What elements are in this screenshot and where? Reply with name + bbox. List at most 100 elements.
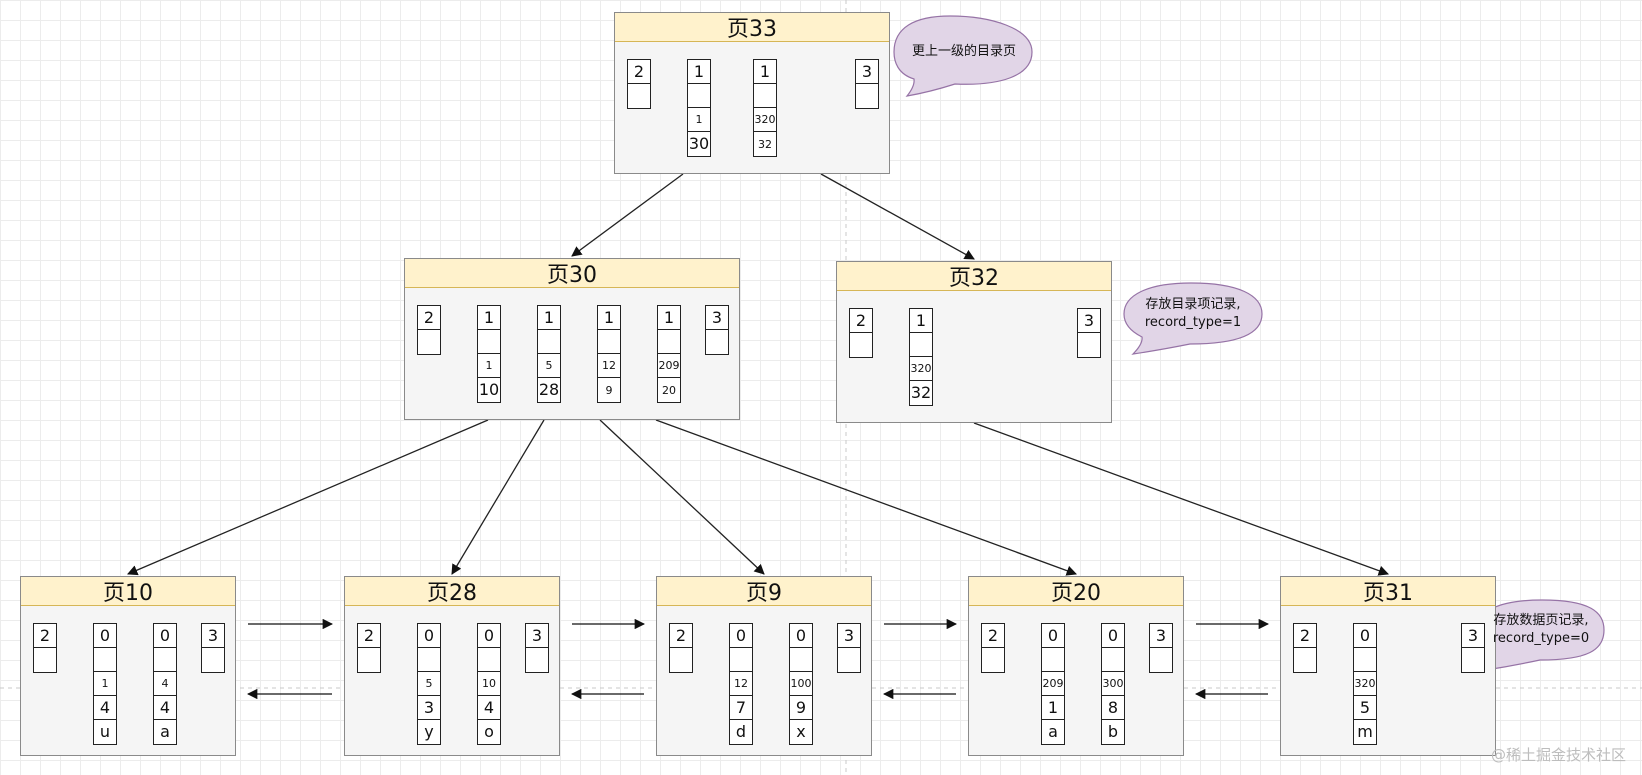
page-title: 页33 — [615, 13, 889, 42]
record-field — [478, 648, 500, 672]
record-field: 1 — [688, 108, 710, 132]
record-field — [478, 330, 500, 354]
record-field: 12 — [730, 672, 752, 696]
record-field: 5 — [418, 672, 440, 696]
record-field — [154, 648, 176, 672]
record-field: 3 — [418, 696, 440, 720]
record-field — [790, 648, 812, 672]
record-field: 10 — [478, 672, 500, 696]
record-field — [706, 330, 728, 354]
record-field — [730, 648, 752, 672]
page-title: 页9 — [657, 577, 871, 606]
record: 2 — [417, 305, 441, 355]
record-field: u — [99, 722, 111, 741]
record: 2 — [627, 59, 651, 109]
record-field: y — [424, 722, 434, 741]
record-field: m — [1357, 722, 1373, 741]
record-field: 7 — [730, 696, 752, 720]
record-field: 209 — [658, 354, 680, 378]
page-title: 页31 — [1281, 577, 1495, 606]
record: 2 — [1293, 623, 1317, 673]
record-field: 12 — [598, 354, 620, 378]
callout-data-records-line2: record_type=0 — [1492, 631, 1590, 646]
callout-directory-records-text: 存放目录项记录, record_type=1 — [1124, 291, 1262, 337]
record-field: 2 — [670, 624, 692, 648]
page-pointer-edge — [127, 419, 489, 576]
page-title: 页10 — [21, 577, 235, 606]
record-field — [850, 333, 872, 357]
record-field: 30 — [688, 134, 710, 153]
page-title: 页28 — [345, 577, 559, 606]
record-field: 0 — [790, 624, 812, 648]
record-field: 2 — [982, 624, 1004, 648]
page-pointer-edge — [655, 419, 1077, 576]
record-field: 5 — [538, 354, 560, 378]
record-field: 28 — [538, 380, 560, 399]
record: 2 — [981, 623, 1005, 673]
record-field: 1 — [688, 60, 710, 84]
record-field: 2 — [628, 60, 650, 84]
record: 2 — [849, 308, 873, 358]
record-field: 1 — [478, 354, 500, 378]
callout-upper-directory-text: 更上一级的目录页 — [896, 30, 1032, 74]
record-field: 5 — [1354, 696, 1376, 720]
record-field: 0 — [154, 624, 176, 648]
record-field: a — [1048, 722, 1058, 741]
record-field: 0 — [478, 624, 500, 648]
record-field: 3 — [838, 624, 860, 648]
record-field — [670, 648, 692, 672]
record-field: 1 — [910, 309, 932, 333]
record-field: 3 — [706, 306, 728, 330]
record-field — [910, 333, 932, 357]
record-field — [1294, 648, 1316, 672]
record-field: 0 — [418, 624, 440, 648]
page-pointer-edge — [820, 173, 975, 260]
record-field — [838, 648, 860, 672]
record-field: 9 — [605, 383, 613, 397]
record-field: a — [160, 722, 170, 741]
record-field — [982, 648, 1004, 672]
record-field — [856, 84, 878, 108]
record-field — [202, 648, 224, 672]
record: 1 1 30 — [687, 59, 711, 157]
callout-directory-records-line1: 存放目录项记录, — [1145, 297, 1241, 313]
record-field: 4 — [94, 696, 116, 720]
record-field: 2 — [418, 306, 440, 330]
page-pointer-edge — [599, 419, 765, 575]
record-field: d — [735, 722, 747, 741]
record-field: 0 — [730, 624, 752, 648]
record-field: 2 — [34, 624, 56, 648]
record-field: 320 — [910, 357, 932, 381]
page-title: 页32 — [837, 262, 1111, 291]
record-field: 4 — [154, 672, 176, 696]
record-field: 2 — [850, 309, 872, 333]
record-field — [628, 84, 650, 108]
record-field — [34, 648, 56, 672]
record-field — [754, 84, 776, 108]
record-field: 20 — [662, 383, 676, 397]
record-field: 1 — [94, 672, 116, 696]
record: 3 — [1149, 623, 1173, 673]
page-title: 页20 — [969, 577, 1183, 606]
record-field — [418, 330, 440, 354]
record-field — [1078, 333, 1100, 357]
record-field: 3 — [1078, 309, 1100, 333]
record-field: 10 — [478, 380, 500, 399]
record-field: 1 — [538, 306, 560, 330]
callout-upper-directory — [893, 15, 1033, 97]
record-field: b — [1107, 722, 1119, 741]
record: 2 — [33, 623, 57, 673]
record-field — [418, 648, 440, 672]
record-field: 300 — [1102, 672, 1124, 696]
